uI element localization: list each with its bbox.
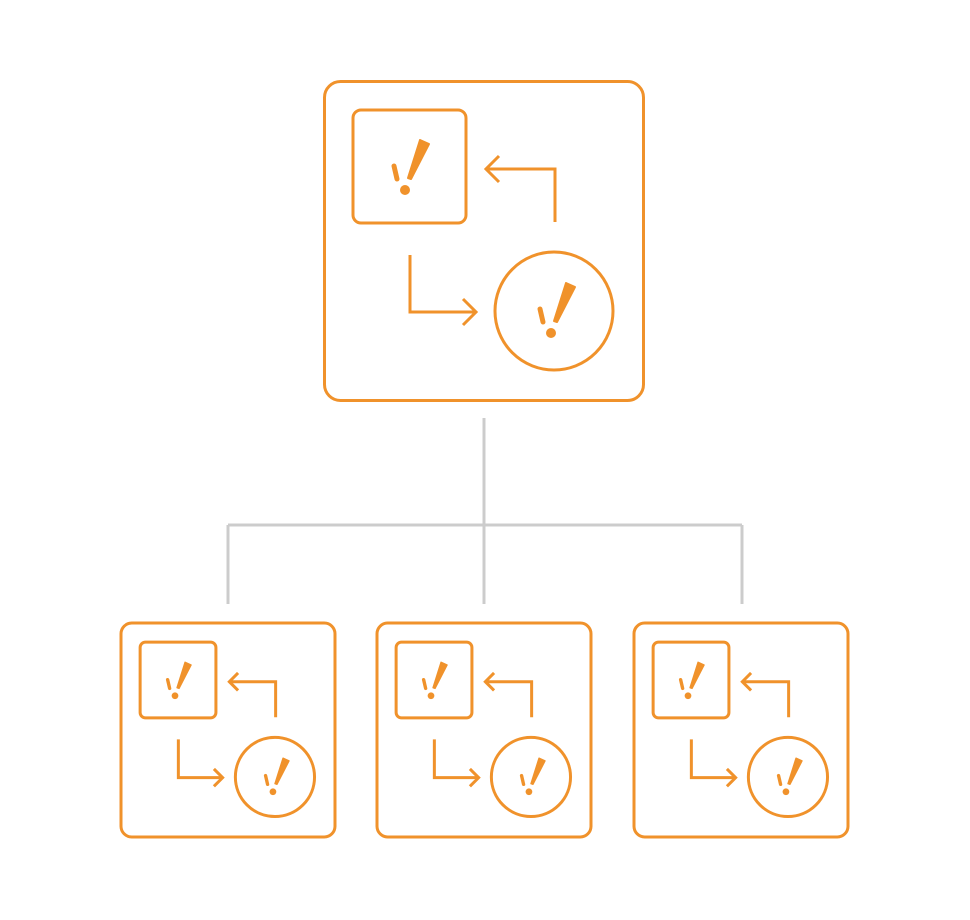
node-frame xyxy=(119,621,337,839)
circle-glyph-icon xyxy=(537,282,576,338)
arrow-return-head xyxy=(227,671,240,692)
arrow-return-path xyxy=(485,680,534,718)
arrow-forward-head xyxy=(212,767,225,788)
exclamation-stroke xyxy=(176,661,192,690)
arrow-return-path xyxy=(486,167,557,222)
exclamation-stroke xyxy=(407,139,430,180)
exclamation-stroke xyxy=(787,757,803,786)
exclamation-dot xyxy=(546,328,556,338)
node-child-1 xyxy=(119,621,337,839)
square-icon xyxy=(351,108,468,225)
arrow-forward-path xyxy=(689,739,736,780)
square-icon xyxy=(651,640,731,720)
exclamation-stroke xyxy=(553,282,576,323)
node-frame xyxy=(323,80,645,402)
arrow-return-head xyxy=(483,671,496,692)
circle-icon xyxy=(233,735,317,819)
node-parent xyxy=(323,80,645,402)
square-icon xyxy=(394,640,474,720)
exclamation-dot xyxy=(684,692,692,700)
tree-connectors xyxy=(226,418,744,604)
arrow-return-path xyxy=(742,680,791,718)
exclamation-dot xyxy=(782,788,790,796)
circle-icon xyxy=(746,735,830,819)
exclamation-stroke xyxy=(689,661,705,690)
arrow-return-path xyxy=(229,680,278,718)
circle-glyph-icon xyxy=(263,757,290,796)
square-glyph-icon xyxy=(165,661,192,700)
arrow-forward-head xyxy=(461,297,479,327)
check-tick xyxy=(776,773,783,787)
arrow-forward-path xyxy=(176,739,223,780)
exclamation-stroke xyxy=(432,661,448,690)
square-glyph-icon xyxy=(391,139,430,195)
check-tick xyxy=(678,678,685,691)
exclamation-dot xyxy=(525,788,533,796)
square-glyph-icon xyxy=(421,661,448,700)
node-frame xyxy=(375,621,593,839)
node-frame xyxy=(632,621,850,839)
exclamation-dot xyxy=(427,692,435,700)
arrow-forward-path xyxy=(432,739,479,780)
arrow-forward-head xyxy=(725,767,738,788)
circle-icon xyxy=(493,250,615,372)
check-tick xyxy=(537,306,546,325)
arrow-forward-head xyxy=(468,767,481,788)
arrow-return-head xyxy=(740,671,753,692)
check-tick xyxy=(165,678,172,691)
exclamation-dot xyxy=(171,692,179,700)
tree-nodes xyxy=(119,80,850,839)
check-tick xyxy=(263,773,270,787)
node-child-3 xyxy=(632,621,850,839)
check-tick xyxy=(421,678,428,691)
exclamation-dot xyxy=(400,185,410,195)
arrow-forward-path xyxy=(408,255,476,314)
square-icon xyxy=(138,640,218,720)
square-glyph-icon xyxy=(678,661,705,700)
circle-glyph-icon xyxy=(776,757,803,796)
check-tick xyxy=(519,773,526,787)
check-tick xyxy=(391,163,400,182)
exclamation-stroke xyxy=(530,757,546,786)
circle-icon xyxy=(489,735,573,819)
exclamation-dot xyxy=(269,788,277,796)
node-child-2 xyxy=(375,621,593,839)
exclamation-stroke xyxy=(274,757,290,786)
arrow-return-head xyxy=(483,154,501,184)
circle-glyph-icon xyxy=(519,757,546,796)
